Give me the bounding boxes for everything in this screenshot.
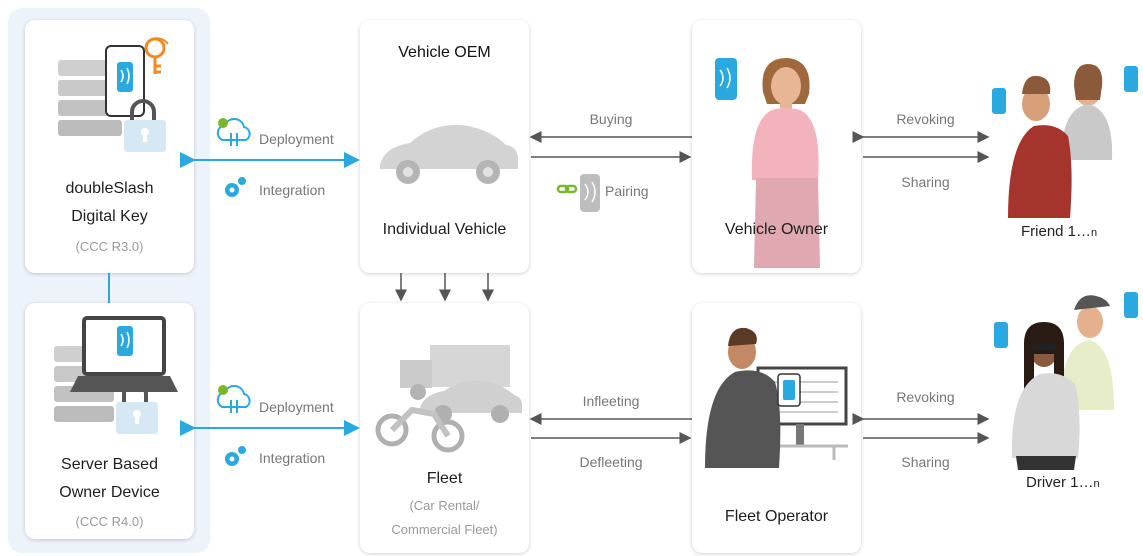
buying-label: Buying — [589, 111, 633, 127]
server-laptop-illustration — [54, 316, 178, 434]
owner-device-version: (CCC R4.0) — [75, 514, 144, 529]
vehicle-owner-label: Vehicle Owner — [724, 221, 829, 238]
fleet-title: Fleet — [426, 470, 463, 487]
owner-device-title-line1: Server Based — [61, 456, 158, 473]
driver-label-suffix: n — [1093, 478, 1100, 490]
digital-key-title-line1: doubleSlash — [65, 180, 154, 197]
vehicle-owner-illustration — [715, 58, 820, 268]
defleeting-label: Defleeting — [579, 454, 643, 470]
cloud-icon-bottom — [216, 384, 251, 413]
integration-label-bottom: Integration — [259, 450, 326, 466]
infleeting-label: Infleeting — [582, 393, 640, 409]
friend-label: Friend 1…n — [1021, 223, 1097, 240]
revoking-top-label: Revoking — [896, 111, 955, 127]
cloud-icon-top — [216, 117, 251, 146]
drivers-illustration — [994, 292, 1138, 470]
revoking-bottom-label: Revoking — [896, 389, 955, 405]
gear-icon-bottom — [225, 446, 246, 466]
car-illustration — [380, 124, 518, 184]
sharing-top-label: Sharing — [901, 174, 950, 190]
integration-label-top: Integration — [259, 182, 326, 198]
friends-illustration — [992, 64, 1138, 218]
fleet-operator-illustration — [705, 327, 848, 468]
fleet-sub-line1: (Car Rental/ — [409, 498, 480, 513]
digital-key-title-line2: Digital Key — [71, 208, 148, 225]
individual-vehicle-label: Individual Vehicle — [382, 221, 507, 238]
owner-device-title-line2: Owner Device — [59, 484, 160, 501]
friend-label-text: Friend 1… — [1021, 223, 1092, 240]
fleet-sub-line2: Commercial Fleet) — [391, 522, 498, 537]
deployment-label-top: Deployment — [259, 131, 334, 147]
server-phone-illustration — [58, 37, 169, 152]
digital-key-version: (CCC R3.0) — [75, 239, 144, 254]
sharing-bottom-label: Sharing — [901, 454, 950, 470]
fleet-operator-label: Fleet Operator — [724, 508, 829, 525]
driver-label-text: Driver 1… — [1026, 474, 1094, 491]
pairing-label: Pairing — [605, 183, 649, 199]
fleet-illustration — [375, 345, 522, 453]
vehicle-oem-title: Vehicle OEM — [398, 44, 491, 61]
driver-label: Driver 1…n — [1026, 474, 1100, 491]
friend-label-suffix: n — [1091, 227, 1098, 239]
gear-icon-top — [225, 177, 246, 197]
pairing-icon — [556, 174, 600, 212]
deployment-label-bottom: Deployment — [259, 399, 334, 415]
